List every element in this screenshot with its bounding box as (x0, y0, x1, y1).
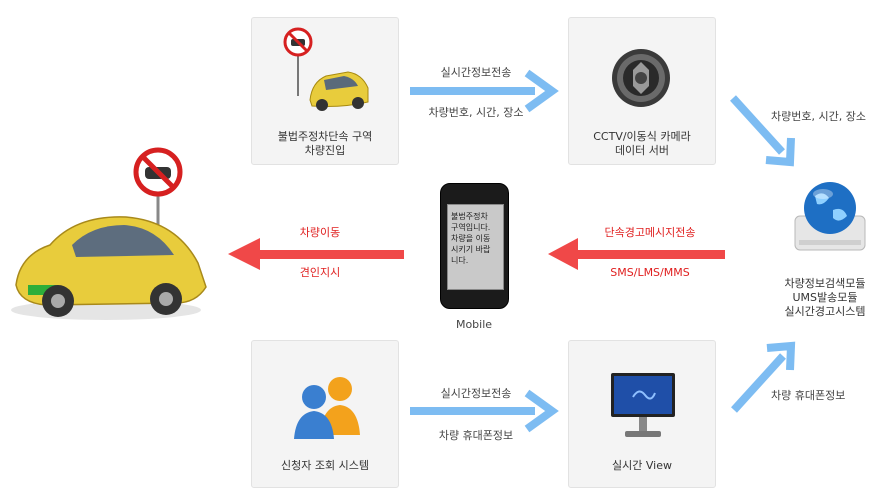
mid-arrow-label-above: 단속경고메시지전송 (604, 226, 696, 239)
server-label-1: 차량정보검색모듈 (784, 277, 866, 290)
arrow-diag-up (731, 341, 796, 413)
server-label-2: UMS발송모듈 (792, 291, 858, 304)
server-globe-icon (794, 182, 866, 251)
arrow-bottom (410, 389, 559, 433)
top-arrow-label-above: 실시간정보전송 (440, 66, 512, 79)
server-label-3: 실시간경고시스템 (784, 305, 866, 318)
arrow-top (410, 69, 559, 113)
bottom-arrow-label-above: 실시간정보전송 (440, 387, 512, 400)
mobile-screen: 불법주정차 구역입니다. 차량을 이동 시키기 바랍 니다. (447, 204, 504, 290)
monitor-icon (611, 373, 675, 437)
illegal-parking-label-1: 불법주정차단속 구역 (277, 130, 373, 143)
users-icon (294, 377, 360, 439)
left-arrow-label-below: 견인지시 (299, 266, 341, 279)
mobile-screen-text: 불법주정차 구역입니다. 차량을 이동 시키기 바랍 니다. (451, 212, 491, 265)
camera-lens-icon (612, 49, 670, 107)
arrow-left (228, 238, 404, 270)
cctv-label-1: CCTV/이동식 카메라 (593, 130, 691, 143)
top-arrow-label-below: 차량번호, 시간, 장소 (428, 106, 524, 119)
mobile-label: Mobile (455, 318, 493, 331)
applicant-label: 신청자 조회 시스템 (281, 459, 369, 472)
arrow-mid (548, 238, 725, 270)
bottom-arrow-label-below: 차량 휴대폰정보 (438, 429, 514, 442)
node-applicant: 신청자 조회 시스템 (251, 340, 399, 488)
node-cctv: CCTV/이동식 카메라 데이터 서버 (568, 17, 716, 165)
mobile-phone-icon: 불법주정차 구역입니다. 차량을 이동 시키기 바랍 니다. (440, 183, 509, 309)
arrow-diag-down (730, 95, 795, 167)
node-illegal-parking: 불법주정차단속 구역 차량진입 (251, 17, 399, 165)
server-label: 차량정보검색모듈 UMS발송모듈 실시간경고시스템 (770, 277, 880, 319)
realtime-view-label: 실시간 View (612, 459, 672, 472)
cctv-label-2: 데이터 서버 (614, 144, 670, 157)
yellow-car-icon (11, 147, 207, 320)
diag-down-label: 차량번호, 시간, 장소 (771, 110, 866, 123)
diag-up-label: 차량 휴대폰정보 (771, 389, 846, 402)
mid-arrow-label-below: SMS/LMS/MMS (610, 266, 690, 279)
left-arrow-label-above: 차량이동 (299, 226, 341, 239)
node-realtime-view: 실시간 View (568, 340, 716, 488)
parking-car-icon (283, 27, 369, 111)
illegal-parking-label-2: 차량진입 (304, 144, 346, 157)
